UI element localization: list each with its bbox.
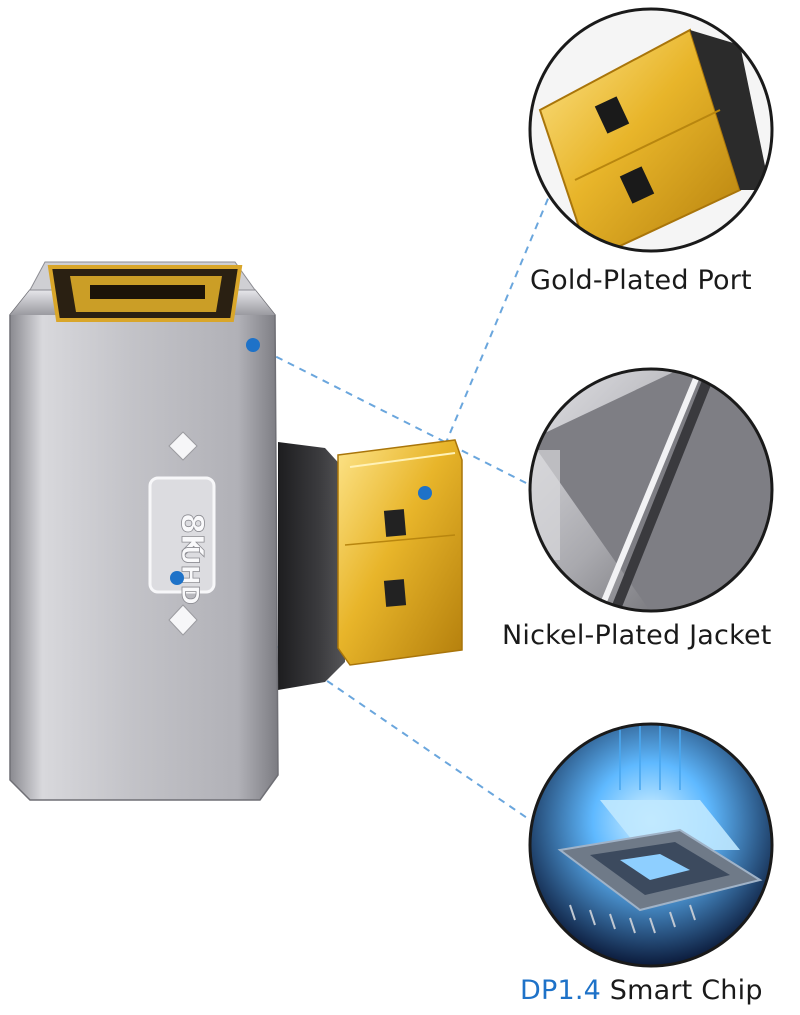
dp-male-plug: [337, 439, 463, 666]
callout-label-dp-version: DP1.4: [520, 975, 602, 1006]
callout-label-smart-chip: DP1.4 Smart Chip: [520, 975, 763, 1006]
zoom-circle-gold-port: [528, 7, 774, 253]
callout-label-smart-chip-text: Smart Chip: [601, 975, 763, 1006]
badge-8k: 8K: [174, 513, 209, 559]
connector-dark-body: [278, 442, 345, 690]
callout-label-nickel-plated-jacket: Nickel-Plated Jacket: [502, 620, 772, 651]
zoom-circle-smart-chip: [528, 722, 774, 968]
adapter-body: 8K UHD: [9, 261, 279, 801]
badge-uhd: UHD: [176, 545, 204, 605]
callout-label-gold-plated-port: Gold-Plated Port: [530, 265, 752, 296]
zoom-circle-nickel-jacket: [528, 367, 774, 613]
callout-dots: [170, 338, 432, 585]
